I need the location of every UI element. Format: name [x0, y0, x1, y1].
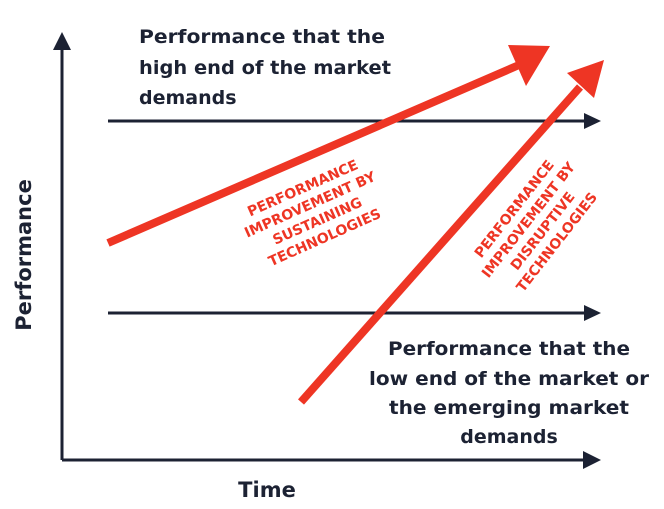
low-end-demand-arrowhead — [584, 305, 601, 321]
sustaining-trajectory-line — [106, 61, 521, 247]
disruptive-tech-label: PERFORMANCE IMPROVEMENT BY DISRUPTIVE TE… — [472, 157, 601, 295]
x-axis-label: Time — [238, 478, 296, 502]
disruptive-trajectory-line — [298, 84, 583, 405]
low-end-caption-line: low end of the market or — [369, 368, 650, 390]
high-end-caption: Performance that the high end of the mar… — [139, 26, 391, 109]
y-axis-label: Performance — [12, 179, 36, 331]
high-end-caption-line: demands — [139, 87, 237, 109]
sustaining-trajectory-arrowhead — [508, 45, 550, 86]
low-end-caption-line: Performance that the — [388, 338, 630, 360]
low-end-caption-line: the emerging market — [389, 397, 629, 419]
low-end-caption-line: demands — [460, 426, 558, 448]
disruptive-trajectory-arrowhead — [567, 60, 604, 98]
high-end-caption-line: high end of the market — [139, 57, 391, 79]
y-axis-arrowhead — [53, 32, 71, 50]
high-end-caption-line: Performance that the — [139, 26, 385, 48]
high-end-demand-arrowhead — [584, 113, 601, 129]
x-axis-arrowhead — [583, 451, 601, 469]
low-end-caption: Performance that the low end of the mark… — [369, 338, 650, 448]
sustaining-tech-label: PERFORMANCE IMPROVEMENT BY SUSTAINING TE… — [242, 157, 383, 270]
